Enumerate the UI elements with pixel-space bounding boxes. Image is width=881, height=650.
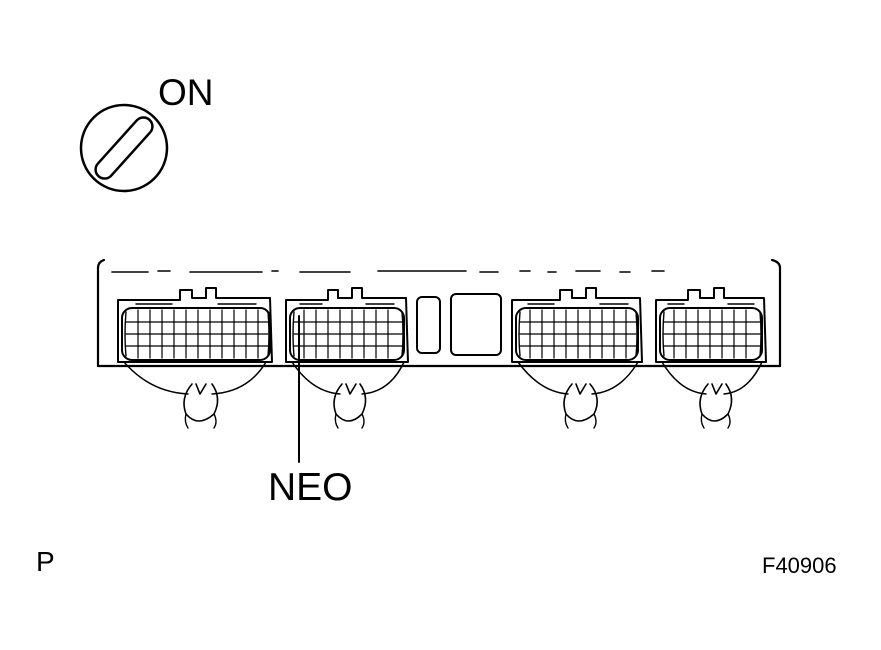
corner-mark: P <box>36 546 55 577</box>
connector-4 <box>655 287 767 429</box>
figure-id: F40906 <box>762 553 837 578</box>
connector-1 <box>117 287 273 429</box>
ignition-on-label: ON <box>158 72 214 113</box>
connector-3 <box>511 287 643 429</box>
ignition-switch-icon <box>79 103 169 193</box>
neo-terminal-label: NEO <box>268 466 353 509</box>
ecu-center-slots <box>416 293 502 356</box>
ecu-housing <box>96 258 782 368</box>
connector-2 <box>285 287 409 429</box>
